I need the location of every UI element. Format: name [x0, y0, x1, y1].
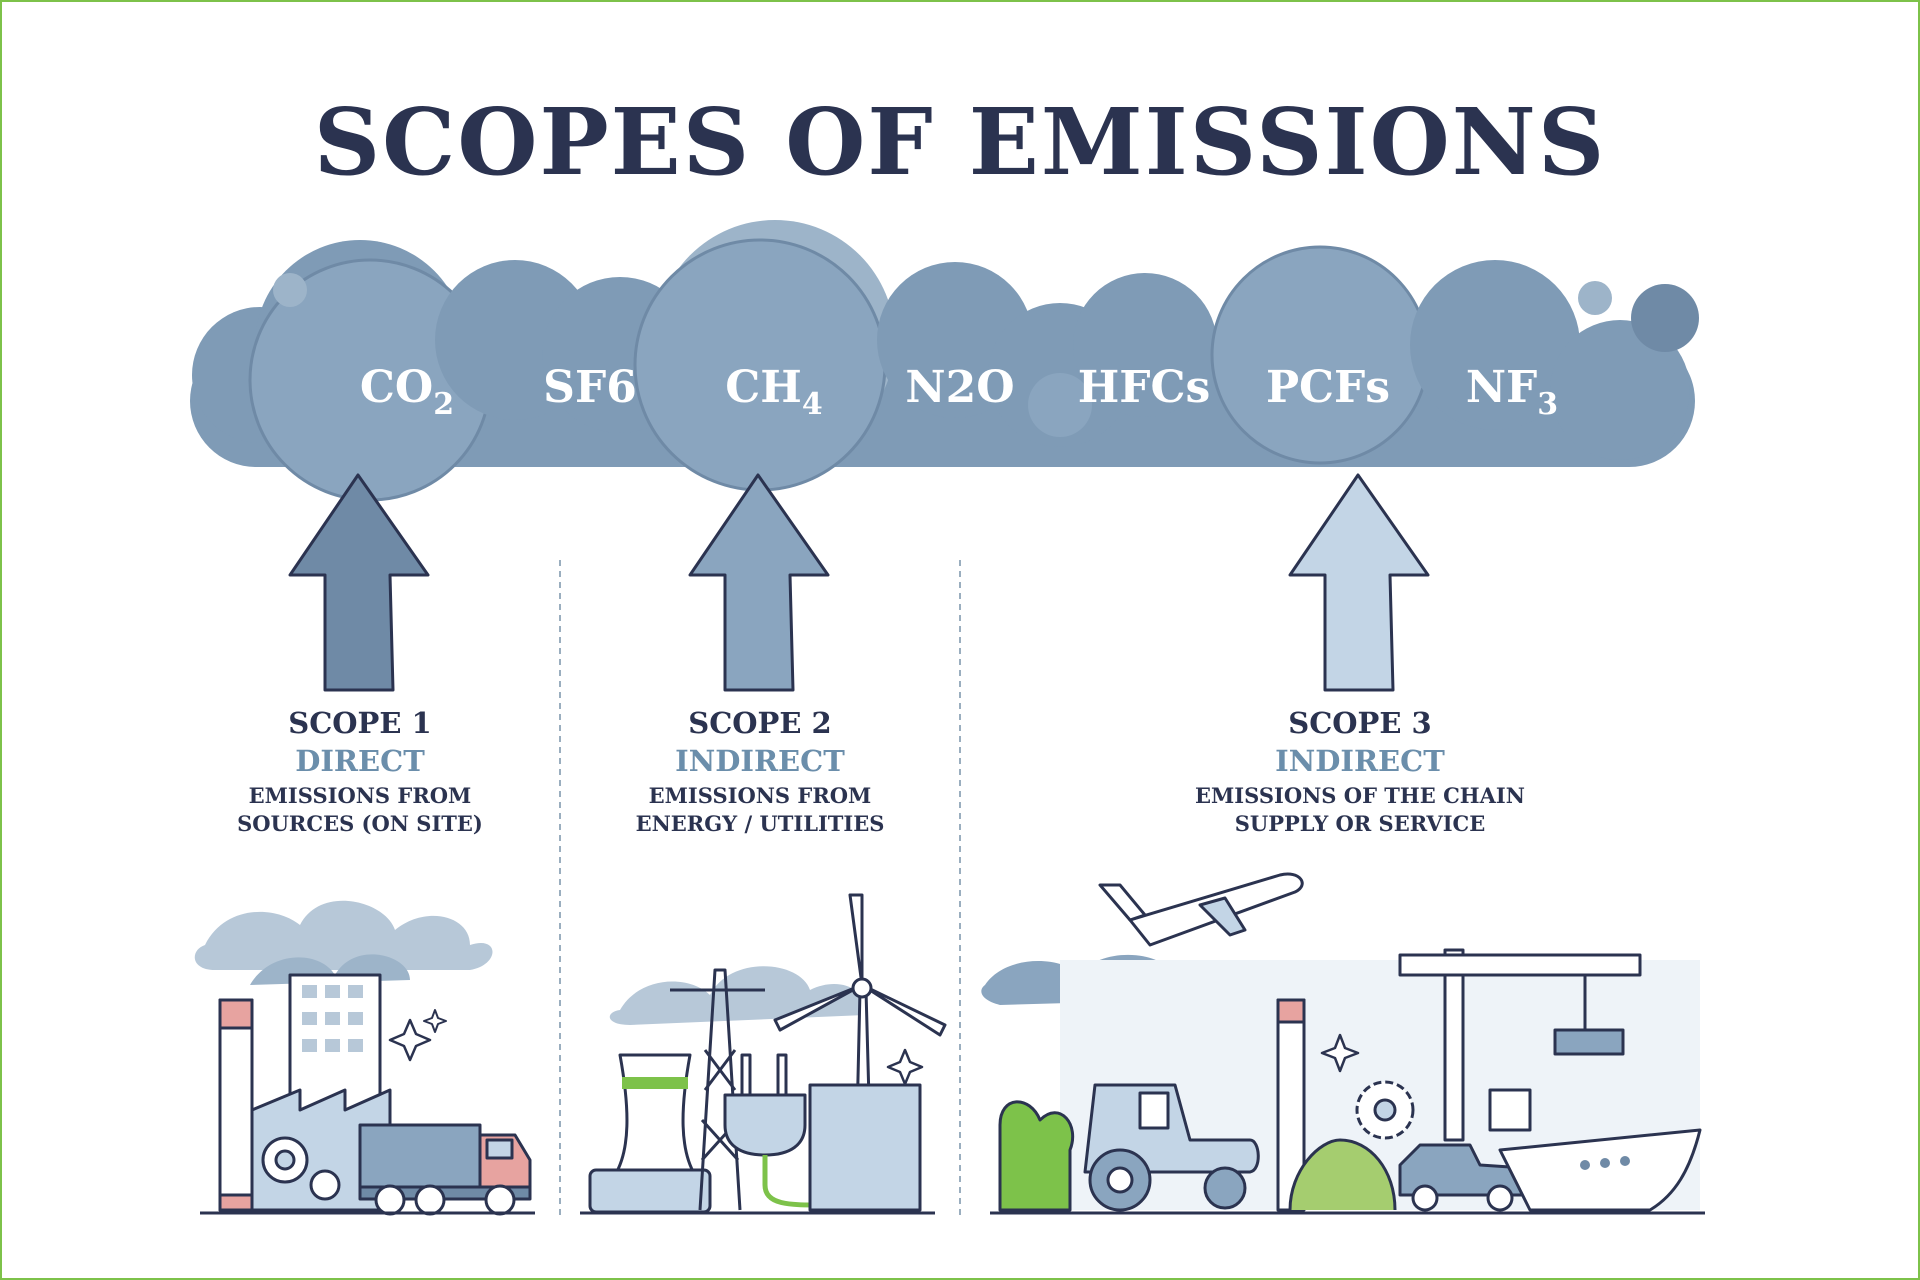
- scope-1-type: DIRECT: [295, 744, 425, 778]
- emissions-cloud: [190, 220, 1699, 502]
- airplane-icon: [1098, 872, 1304, 947]
- scope-3-type: INDIRECT: [1275, 744, 1445, 778]
- scope-2-type: INDIRECT: [675, 744, 845, 778]
- scope-3-desc-line2: SUPPLY OR SERVICE: [1234, 811, 1486, 836]
- gas-label-co2: CO2: [359, 362, 455, 422]
- scope-3-illustration: [981, 872, 1705, 1215]
- scope-3-title: SCOPE 3: [1288, 706, 1432, 740]
- scope-2-title: SCOPE 2: [688, 706, 832, 740]
- power-plant-icon: [588, 1053, 712, 1214]
- scope-3-desc-line1: EMISSIONS OF THE CHAIN: [1195, 783, 1525, 808]
- arrow-scope-1: [288, 473, 430, 692]
- crane-icon: [1398, 948, 1642, 1142]
- scope-1-desc-line1: EMISSIONS FROM: [248, 783, 472, 808]
- arrow-scope-3: [1288, 473, 1430, 692]
- ship-icon: [1488, 1088, 1702, 1212]
- scope-1-desc-line2: SOURCES (ON SITE): [237, 811, 483, 836]
- gear-icon: [1288, 1080, 1415, 1211]
- scope-1-illustration: [194, 900, 535, 1216]
- gas-label-n2o: N2O: [905, 362, 1015, 413]
- arrow-scope-2: [688, 473, 830, 692]
- gas-label-nf3: NF3: [1465, 362, 1559, 422]
- scope-3-caption: SCOPE 3 INDIRECT EMISSIONS OF THE CHAIN …: [1100, 704, 1620, 838]
- car-icon: [1398, 1143, 1527, 1212]
- factory-icon: [218, 973, 392, 1212]
- scope-1-title: SCOPE 1: [288, 706, 432, 740]
- scope-2-illustration: [580, 893, 947, 1215]
- scope-1-caption: SCOPE 1 DIRECT EMISSIONS FROM SOURCES (O…: [100, 704, 620, 838]
- gas-label-sf6: SF6: [543, 362, 637, 413]
- gas-label-ch4: CH4: [725, 362, 823, 422]
- scope-2-caption: SCOPE 2 INDIRECT EMISSIONS FROM ENERGY /…: [500, 704, 1020, 838]
- gas-label-hfcs: HFCs: [1077, 362, 1211, 413]
- page-title: SCOPES OF EMISSIONS: [313, 88, 1607, 196]
- scope-2-desc-line1: EMISSIONS FROM: [648, 783, 872, 808]
- scope-2-desc-line2: ENERGY / UTILITIES: [635, 811, 885, 836]
- gas-label-pcfs: PCFs: [1265, 362, 1391, 413]
- tractor-icon: [1083, 1083, 1260, 1212]
- truck-icon: [358, 1123, 532, 1216]
